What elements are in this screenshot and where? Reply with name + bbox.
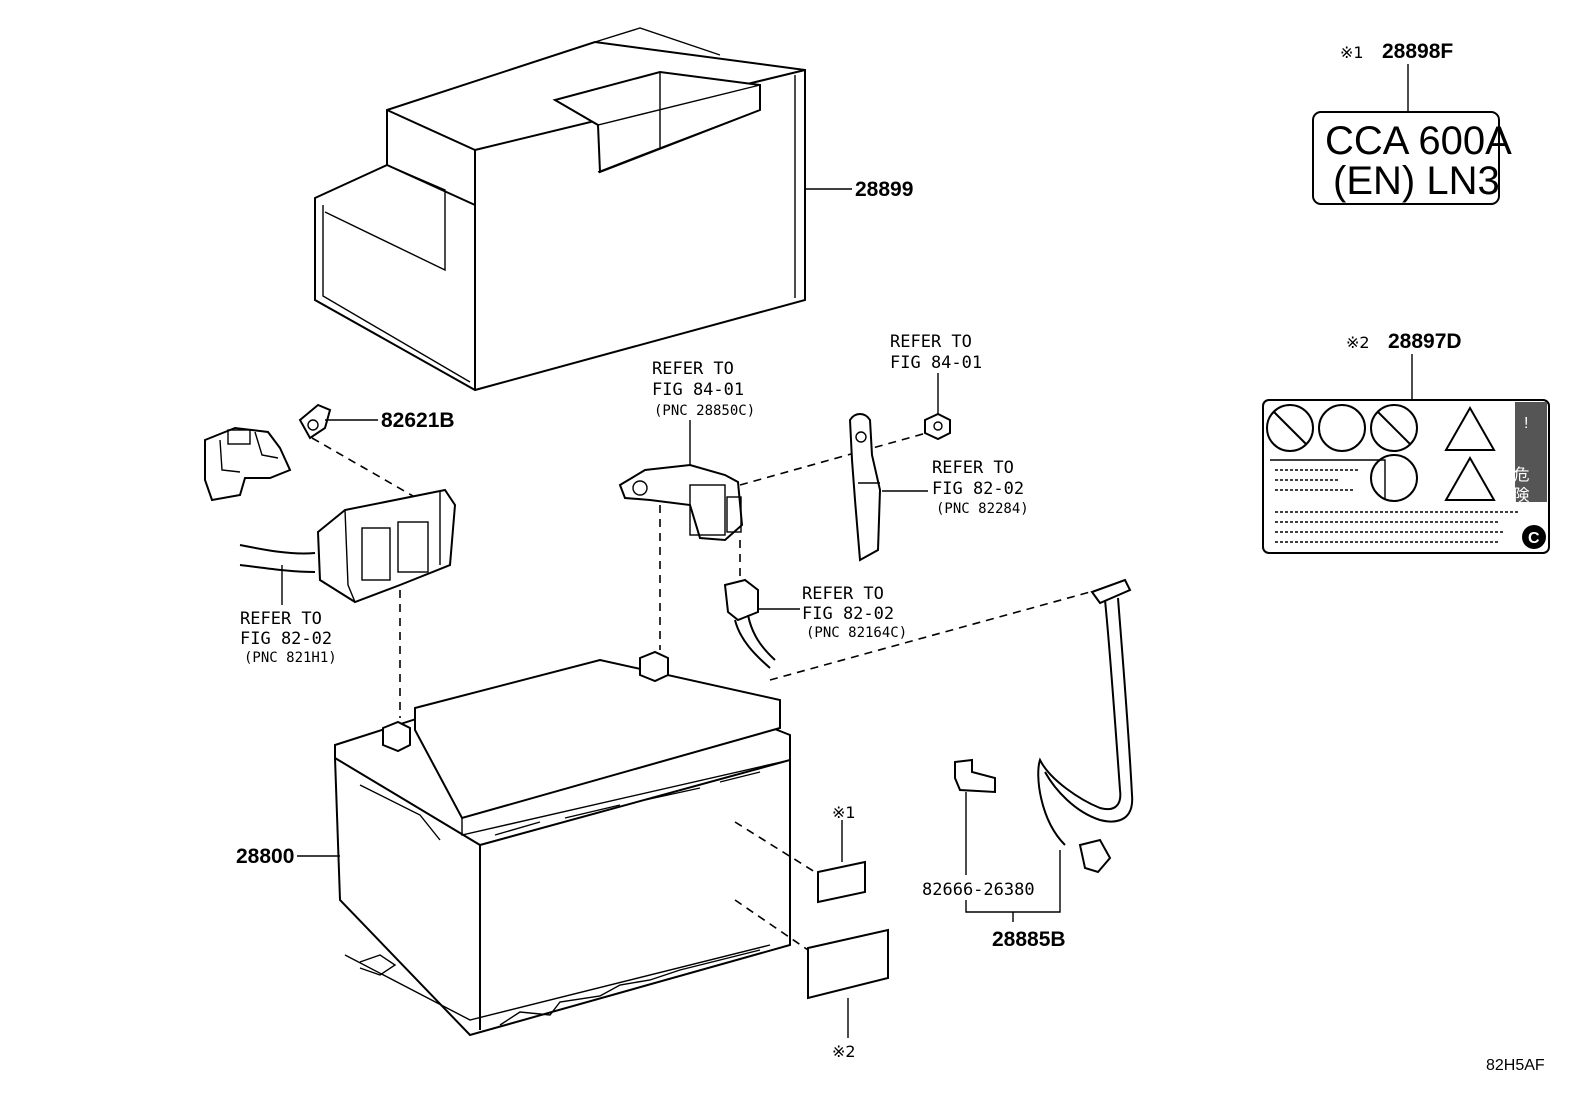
ref-cable-pnc: (PNC 82284)	[936, 501, 1029, 517]
sensor-connector-drawing	[723, 578, 776, 669]
eye-protection-icon	[1318, 404, 1366, 452]
ref-terminal-line1: REFER TO	[652, 359, 734, 379]
battery-cover-drawing	[314, 27, 806, 392]
label-sticker-2	[807, 928, 889, 1000]
clamp-dash	[311, 437, 421, 501]
part-number-cable-assy: 28885B	[992, 928, 1066, 951]
ref-sensor-line2: FIG 82-02	[802, 604, 894, 624]
battery-drawing	[334, 650, 791, 1037]
label2-warning-sticker: ! 危 険 C	[1262, 399, 1550, 554]
read-manual-icon	[1370, 454, 1418, 502]
ref-sensor-line1: REFER TO	[802, 584, 884, 604]
explosion-warning-icon	[1444, 455, 1496, 501]
part-number-clamp: 82621B	[381, 409, 455, 432]
nut-drawing	[924, 412, 951, 441]
ref-nut-line1: REFER TO	[890, 332, 972, 352]
marker-1: ※1	[832, 803, 856, 822]
marker-2: ※2	[832, 1042, 856, 1061]
terminal-drawing	[618, 463, 744, 542]
label1-line1: CCA 600A	[1325, 119, 1512, 163]
terminal-nut-dash	[739, 431, 931, 486]
cable-assy-drawing	[954, 578, 1134, 874]
ref-sensor-pnc: (PNC 82164C)	[806, 625, 907, 641]
ref-cable-line1: REFER TO	[932, 458, 1014, 478]
diagram-code: 82H5AF	[1486, 1057, 1545, 1074]
corrosive-warning-icon	[1444, 405, 1496, 451]
sticker1-dash	[734, 821, 816, 873]
copyright-mark: C	[1528, 530, 1540, 547]
ref-terminal-line2: FIG 84-01	[652, 380, 744, 400]
no-children-icon	[1370, 404, 1418, 452]
cable-82284-drawing	[848, 413, 882, 562]
no-flame-icon	[1266, 404, 1314, 452]
part-number-cover: 28899	[855, 178, 913, 201]
ref-connector-line1: REFER TO	[240, 609, 322, 629]
ref-terminal-pnc: (PNC 28850C)	[654, 403, 755, 419]
marker-2-small: ※2	[1346, 333, 1370, 352]
marker-1-small: ※1	[1340, 43, 1364, 62]
label-sticker-1	[817, 860, 866, 904]
part-number-battery: 28800	[236, 845, 294, 868]
ref-connector-line2: FIG 82-02	[240, 629, 332, 649]
part-number-label1: 28898F	[1382, 40, 1453, 63]
part-number-label2: 28897D	[1388, 330, 1462, 353]
danger-kanji: 危 険	[1511, 466, 1530, 503]
clamp-drawing	[204, 403, 332, 502]
label1-box	[1312, 111, 1500, 205]
part-number-cable-part: 82666-26380	[922, 880, 1035, 900]
ref-cable-line2: FIG 82-02	[932, 479, 1024, 499]
label1-line2: (EN) LN3	[1333, 159, 1500, 203]
sticker2-dash	[734, 899, 809, 951]
danger-panel	[1515, 402, 1547, 502]
ref-connector-pnc: (PNC 821H1)	[244, 650, 337, 666]
ref-nut-line2: FIG 84-01	[890, 353, 982, 373]
connector-drawing	[239, 488, 457, 604]
danger-warn-mark: !	[1524, 415, 1528, 432]
